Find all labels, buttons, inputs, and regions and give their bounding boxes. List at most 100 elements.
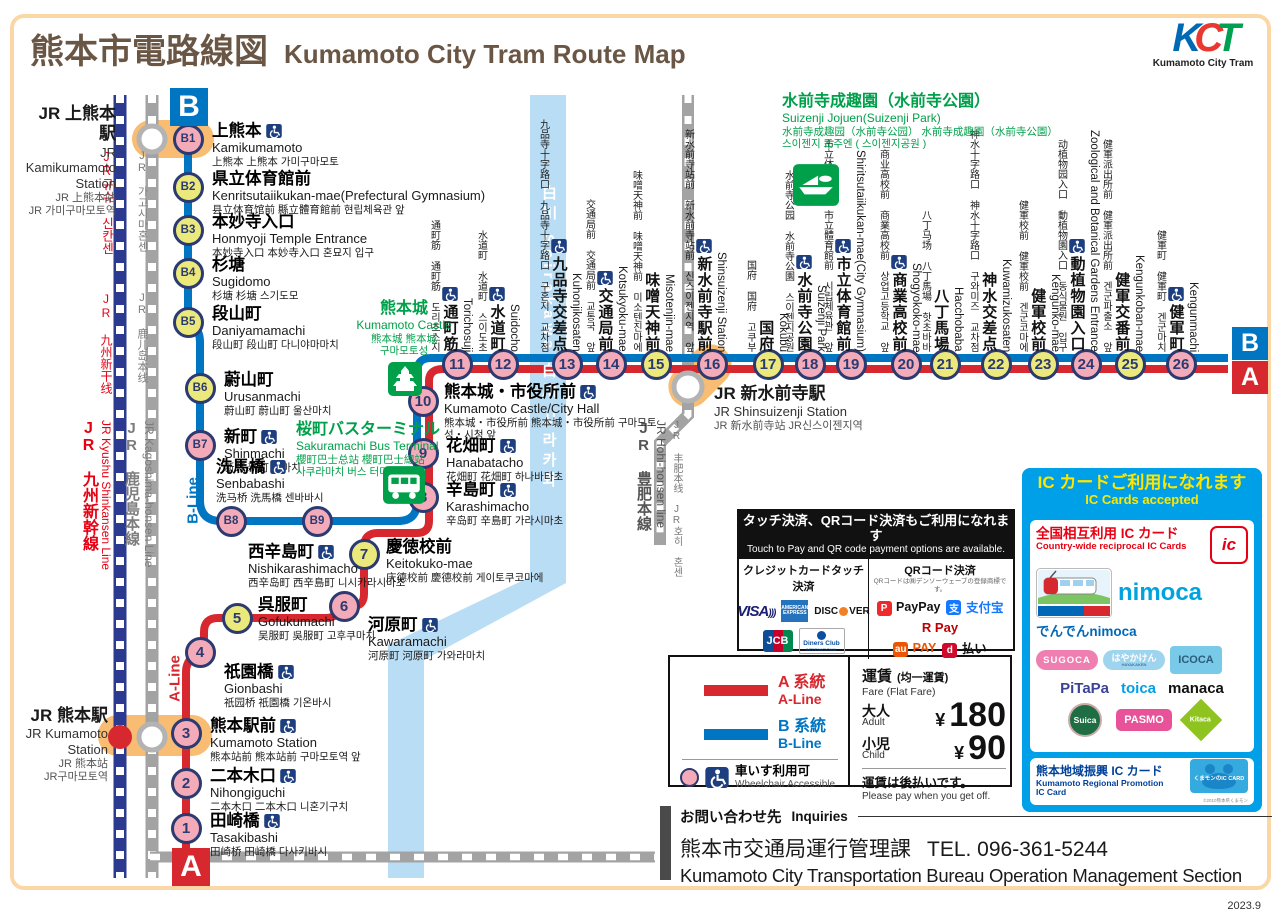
station-name-ja: 花畑町	[446, 437, 563, 456]
station-circle-s15: 15	[640, 348, 672, 380]
station-name-ja: 河原町	[368, 616, 485, 635]
fare-child-label: 小児 Child	[862, 737, 890, 761]
ic-nationwide-title: 全国相互利用 IC カード Country-wide reciprocal IC…	[1036, 526, 1186, 552]
station-name-variants: 通町筋 通町筋 도리초스지	[428, 220, 440, 352]
icoca-logo: ICOCA	[1170, 646, 1222, 674]
aupay-icon: au	[893, 641, 909, 657]
station-name-variants: 吴服町 吳服町 고후쿠마치	[258, 629, 376, 642]
station-name-variants: 健軍校前 健軍校前 겐군코마에	[1016, 200, 1028, 352]
visa-logo: VISA)))	[737, 602, 776, 620]
station-name-ja: 二本木口	[210, 767, 348, 786]
station-name-variants: 健軍派出所前 健軍派出所前 겐군파출소 앞	[1100, 139, 1112, 352]
station-circle-s22: 22	[980, 348, 1012, 380]
station-name-ja: 交通局前	[597, 271, 614, 352]
inquiries-bar	[660, 806, 671, 880]
station-circle-s6: 6	[328, 590, 360, 622]
denden-nimoca-label: でんでんnimoca	[1036, 624, 1137, 639]
station-name-en: Kengunkoban-mae	[1132, 254, 1145, 352]
station-name-ja: 通町筋	[441, 287, 459, 352]
station-name-ja: 八丁馬場	[932, 288, 950, 352]
station-name-ja: 上熊本	[212, 122, 339, 141]
wheelchair-icon	[834, 239, 851, 253]
station-name-ja: 九品寺交差点	[551, 239, 568, 352]
kagoshima-label-korean: JR 가고시마혼센	[136, 150, 148, 252]
yen-sign: ¥	[954, 743, 965, 763]
wheelchair-legend-text: 車いす利用可 Wheelchair Accessible	[735, 764, 835, 790]
station-circle-s25: 25	[1114, 348, 1146, 380]
nimoca-logo: nimoca	[1118, 579, 1203, 606]
ic-mark-icon: ic	[1210, 526, 1248, 564]
kumamoto-castle-icon	[388, 362, 422, 401]
station-name-variants: 熊本城・市役所前 熊本城・市役所前 구마모토성・시청 앞	[444, 416, 657, 441]
station-name-ja: 慶徳校前	[386, 538, 452, 556]
station-name-en: Suidocho	[508, 304, 520, 352]
station-name-variants: 田崎桥 田崎橋 다사키바시	[210, 845, 328, 858]
wheelchair-icon	[441, 287, 458, 301]
station-circle-b1: B1	[172, 123, 204, 155]
station-name-en: Kumamoto Station	[210, 734, 317, 750]
wheelchair-icon	[269, 460, 286, 475]
jcb-logo: JCB	[762, 630, 793, 653]
inquiries-rule	[857, 816, 1272, 817]
accessible-stop-dot	[680, 767, 699, 787]
hohi-label-chinese-korean: JR 丰肥本线 JR호히 혼센	[671, 420, 682, 577]
station-circle-b6: B6	[184, 372, 216, 404]
station-circle-s19: 19	[835, 348, 867, 380]
station-name-ja: 県立体育館前	[212, 170, 311, 188]
station-name-en: Kenritsutaiikukan-mae(Prefectural Gymnas…	[212, 187, 486, 203]
station-name-ja: 祇園橋	[224, 663, 331, 682]
station-name-ja: 水前寺公園	[796, 255, 813, 352]
credit-card-column: クレジットカードタッチ決済 VISA))) AMERICAN EXPRESS D…	[737, 559, 870, 660]
station-name-variants: 交通局前 交通局前 교통국 앞	[583, 199, 595, 352]
wheelchair-icon	[890, 255, 907, 269]
station-name-variants: 庆德校前 慶德校前 게이토쿠코마에	[386, 571, 544, 584]
b-line-sample	[704, 729, 768, 740]
shinkansen-label-english: JR Kyushu Shinkansen Line	[99, 420, 113, 571]
station-name-variants: 动植物园入口 動植物園入口 동식물원 입구	[1055, 139, 1067, 352]
page-title: 熊本市電路線図 Kumamoto City Tram Route Map	[30, 24, 686, 73]
inquiries-label-en: Inquiries	[791, 809, 848, 824]
kct-logo-caption: Kumamoto City Tram	[1152, 58, 1254, 69]
legend-panel: A 系統 A-Line B 系統 B-Line 車いす利用可 Wheelchai…	[668, 655, 1012, 802]
hohi-label-japanese: JR 豊肥本線	[635, 420, 652, 531]
station-name-en: Zoological and Botanical Gardens Entranc…	[1088, 130, 1100, 352]
diners-circle-icon	[817, 631, 826, 641]
inquiries-label-ja: お問い合わせ先	[680, 810, 782, 826]
station-name-en: Daniyamamachi	[212, 322, 306, 338]
station-circle-b7: B7	[184, 429, 216, 461]
station-name-ja: 呉服町	[258, 596, 308, 614]
station-name-en: Kengunmachi	[1187, 281, 1199, 352]
station-circle-s7: 7	[348, 538, 380, 570]
jr-kumamoto-circle	[136, 721, 168, 753]
station-name-ja: 新町	[224, 428, 301, 447]
jr-kamikumamoto-circle	[136, 123, 168, 155]
station-name-ja: 国府	[757, 320, 775, 352]
station-circle-s9: 9	[407, 437, 439, 469]
station-circle-b9: B9	[301, 505, 333, 537]
wheelchair-icon	[1167, 287, 1184, 301]
station-name-variants: 本妙寺入口 本妙寺入口 혼묘지 입구	[212, 246, 375, 259]
station-circle-s13: 13	[551, 348, 583, 380]
station-name-variants: 段山町 段山町 다니야마마치	[212, 338, 339, 351]
shirakawa-river-label: 白川 Shirakawa 白川 시라카와	[540, 185, 557, 492]
jr-hohi-line	[150, 95, 694, 863]
fare-adult-en: Adult	[862, 716, 885, 728]
version-date: 2023.9	[1227, 900, 1261, 912]
alipay-icon: 支	[946, 599, 962, 615]
inquiries-section: お問い合わせ先 Inquiries 熊本市交通局運行管理課 TEL. 096-3…	[660, 806, 1272, 887]
ic-header: IC カードご利用になれます IC Cards accepted	[1022, 468, 1262, 507]
station-circle-s11: 11	[441, 348, 473, 380]
station-name-variants: 九品寺十字路口 九品寺十字路口 구혼지 교차점	[537, 119, 549, 352]
